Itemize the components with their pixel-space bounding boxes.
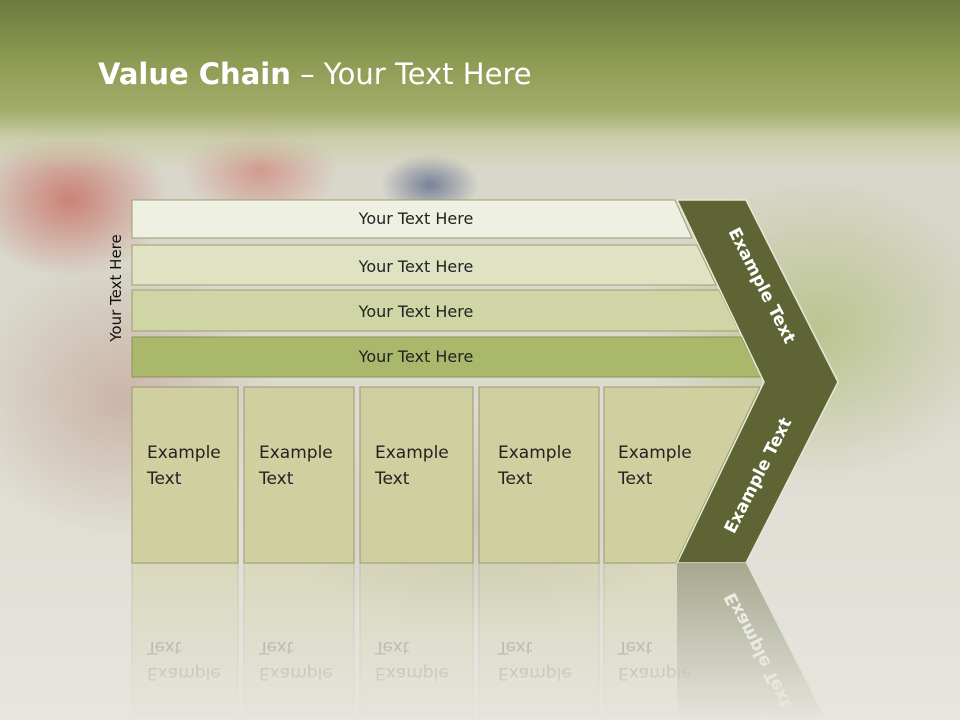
box-2-line1: Example <box>259 443 333 463</box>
title-bold: Value Chain <box>98 57 291 91</box>
bar-1-label: Your Text Here <box>358 209 474 228</box>
box-4 <box>478 386 600 564</box>
box-5-line1: Example <box>618 443 692 463</box>
box-1 <box>131 386 239 564</box>
reflection-box-2-line1: Example <box>259 663 333 683</box>
header-band <box>0 0 960 170</box>
reflection-box-5-line1: Example <box>618 663 692 683</box>
reflection-box-5-line2: Text <box>617 637 653 657</box>
box-2 <box>243 386 355 564</box>
box-5-line2: Text <box>617 469 653 489</box>
reflection-box-3-line1: Example <box>375 663 449 683</box>
reflection-box-4-line2: Text <box>497 637 533 657</box>
boxes-group: Example Text Example Text Example Text E… <box>131 386 761 564</box>
bar-3-label: Your Text Here <box>358 302 474 321</box>
reflection: Example Text Example Text Example Text E… <box>131 562 826 720</box>
reflection-box-4-line1: Example <box>498 663 572 683</box>
page-title: Value Chain – Your Text Here <box>98 54 532 94</box>
box-1-line2: Text <box>146 469 182 489</box>
bar-1 <box>131 199 693 239</box>
bar-2 <box>131 244 717 286</box>
box-3-line2: Text <box>374 469 410 489</box>
box-1-line1: Example <box>147 443 221 463</box>
box-4-line2: Text <box>497 469 533 489</box>
bar-2-label: Your Text Here <box>358 257 474 276</box>
reflection-box-2-line2: Text <box>258 637 294 657</box>
box-2-line2: Text <box>258 469 294 489</box>
box-3-line1: Example <box>375 443 449 463</box>
box-3 <box>359 386 474 564</box>
bars-group: Your Text Here Your Text Here Your Text … <box>131 199 763 378</box>
reflection-box-1-line2: Text <box>146 637 182 657</box>
reflection-box-1-line1: Example <box>147 663 221 683</box>
reflection-box-3-line2: Text <box>374 637 410 657</box>
bar-4-label: Your Text Here <box>358 347 474 366</box>
box-4-line1: Example <box>498 443 572 463</box>
title-rest: – Your Text Here <box>290 57 532 91</box>
